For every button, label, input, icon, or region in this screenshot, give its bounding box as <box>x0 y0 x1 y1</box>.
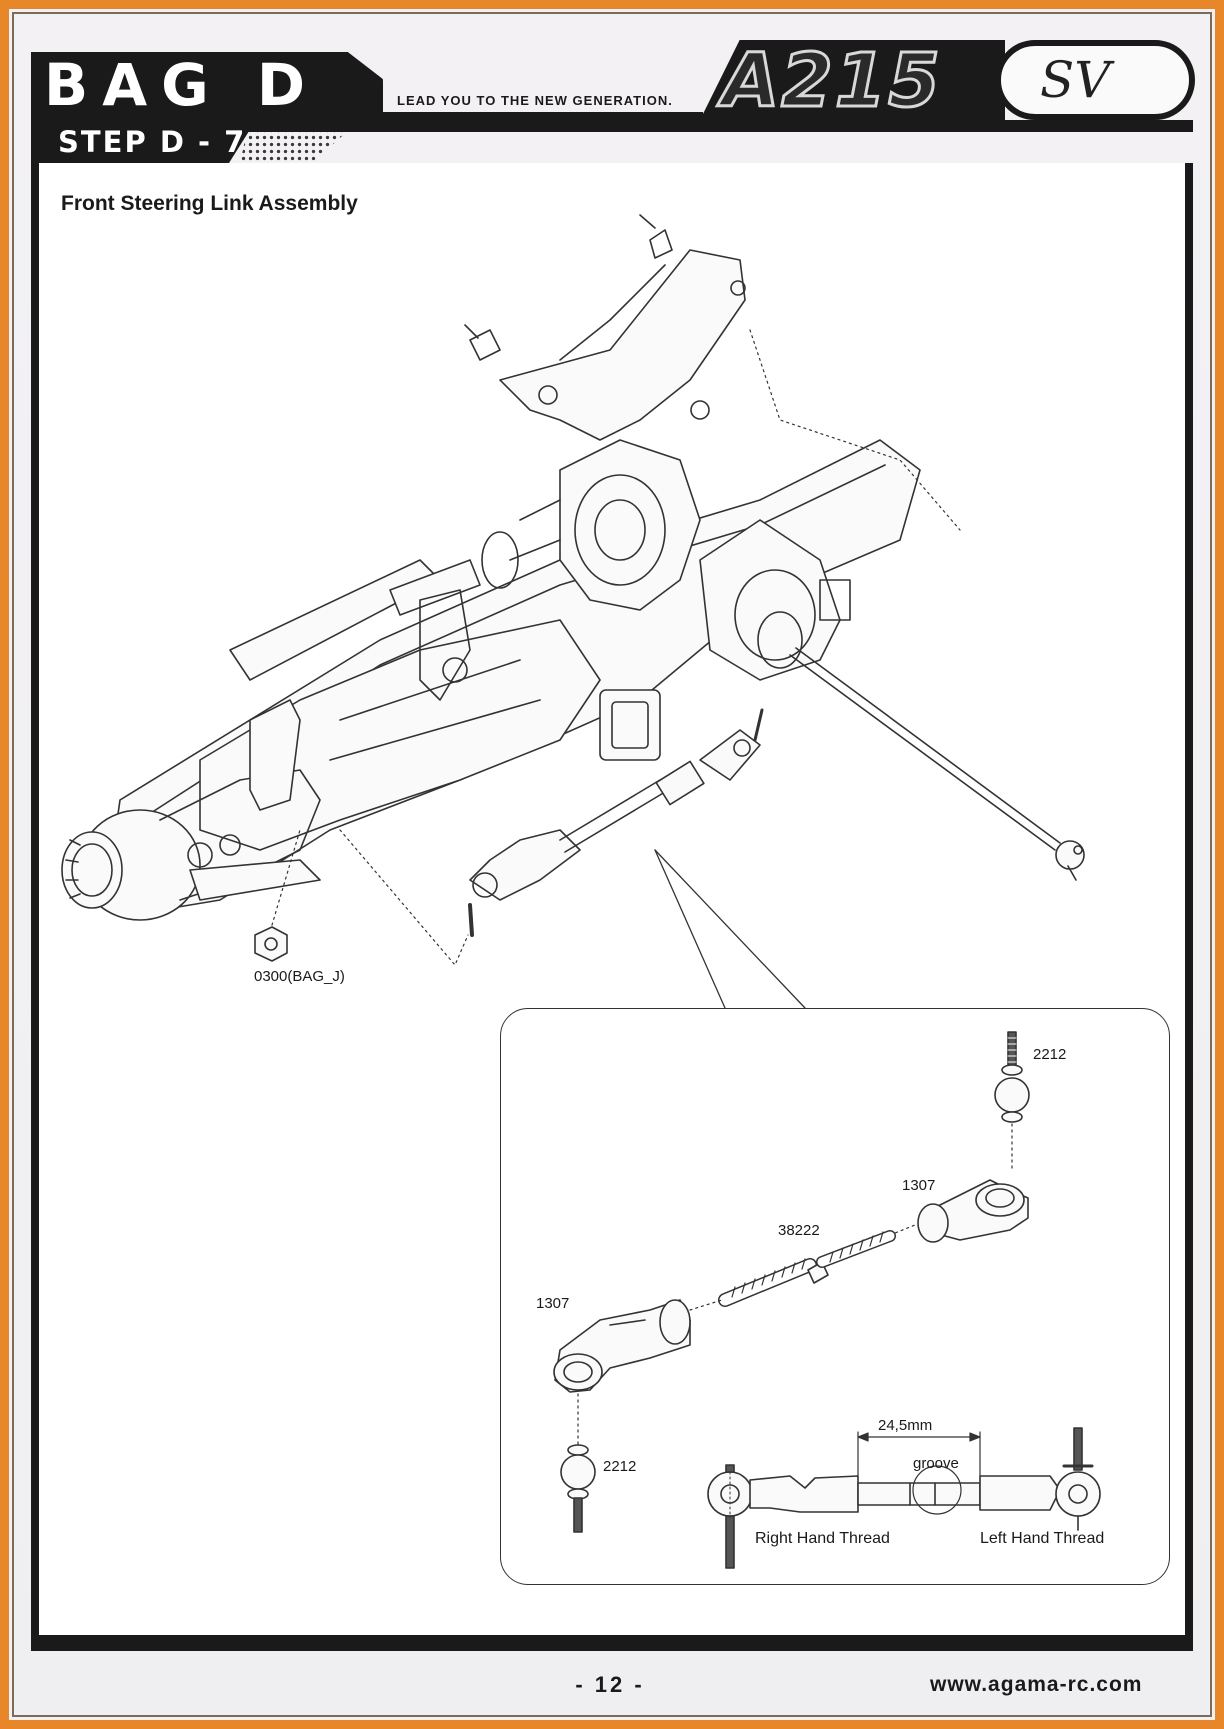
drive-shaft-shape <box>789 647 1085 881</box>
model-banner <box>700 40 1005 120</box>
upper-links-shape <box>229 559 481 701</box>
bag-banner <box>31 52 383 120</box>
right-hub-shape <box>699 519 851 681</box>
turnbuckle-shape <box>718 1230 896 1307</box>
dimension-shape <box>857 1431 981 1477</box>
gearbox-shape <box>481 439 701 611</box>
step-banner <box>31 120 256 163</box>
step-label: STEP D - 7 <box>58 125 247 159</box>
nut-part-label: 0300(BAG_J) <box>254 968 345 985</box>
model-name: A215 <box>721 38 942 124</box>
steering-arm-shape <box>189 699 321 901</box>
callout-pointer-shape <box>654 849 806 1009</box>
page-number: - 12 - <box>575 1672 645 1697</box>
tagline: LEAD YOU TO THE NEW GENERATION. <box>397 93 673 108</box>
ball-stud-top-shape <box>994 1031 1030 1123</box>
rod-end-left-label: 1307 <box>536 1295 570 1312</box>
steering-link-shape <box>468 708 764 937</box>
website: www.agama-rc.com <box>930 1673 1143 1696</box>
rod-end-left-shape <box>553 1299 691 1393</box>
dimension-label: 24,5mm <box>878 1417 933 1434</box>
assembled-link-shape <box>707 1427 1101 1569</box>
groove-label: groove <box>913 1455 959 1472</box>
ball-stud-bottom-label: 2212 <box>603 1458 637 1475</box>
bag-title: BAG D <box>44 51 320 119</box>
nut-shape <box>254 926 288 962</box>
ball-stud-bottom-shape <box>560 1444 596 1533</box>
model-suffix: SV <box>1040 51 1111 109</box>
header-rule <box>383 112 703 120</box>
left-hub-shape <box>61 769 321 921</box>
section-title: Front Steering Link Assembly <box>61 192 358 215</box>
rod-end-right-label: 1307 <box>902 1177 936 1194</box>
shock-tower-shape <box>464 214 746 441</box>
turnbuckle-label: 38222 <box>778 1222 820 1239</box>
left-thread-label: Left Hand Thread <box>980 1530 1105 1547</box>
ball-stud-top-label: 2212 <box>1033 1046 1067 1063</box>
right-thread-label: Right Hand Thread <box>755 1530 890 1547</box>
rod-end-right-shape <box>917 1179 1029 1243</box>
footer-rule <box>31 1643 1193 1651</box>
model-suffix-badge <box>995 40 1195 120</box>
